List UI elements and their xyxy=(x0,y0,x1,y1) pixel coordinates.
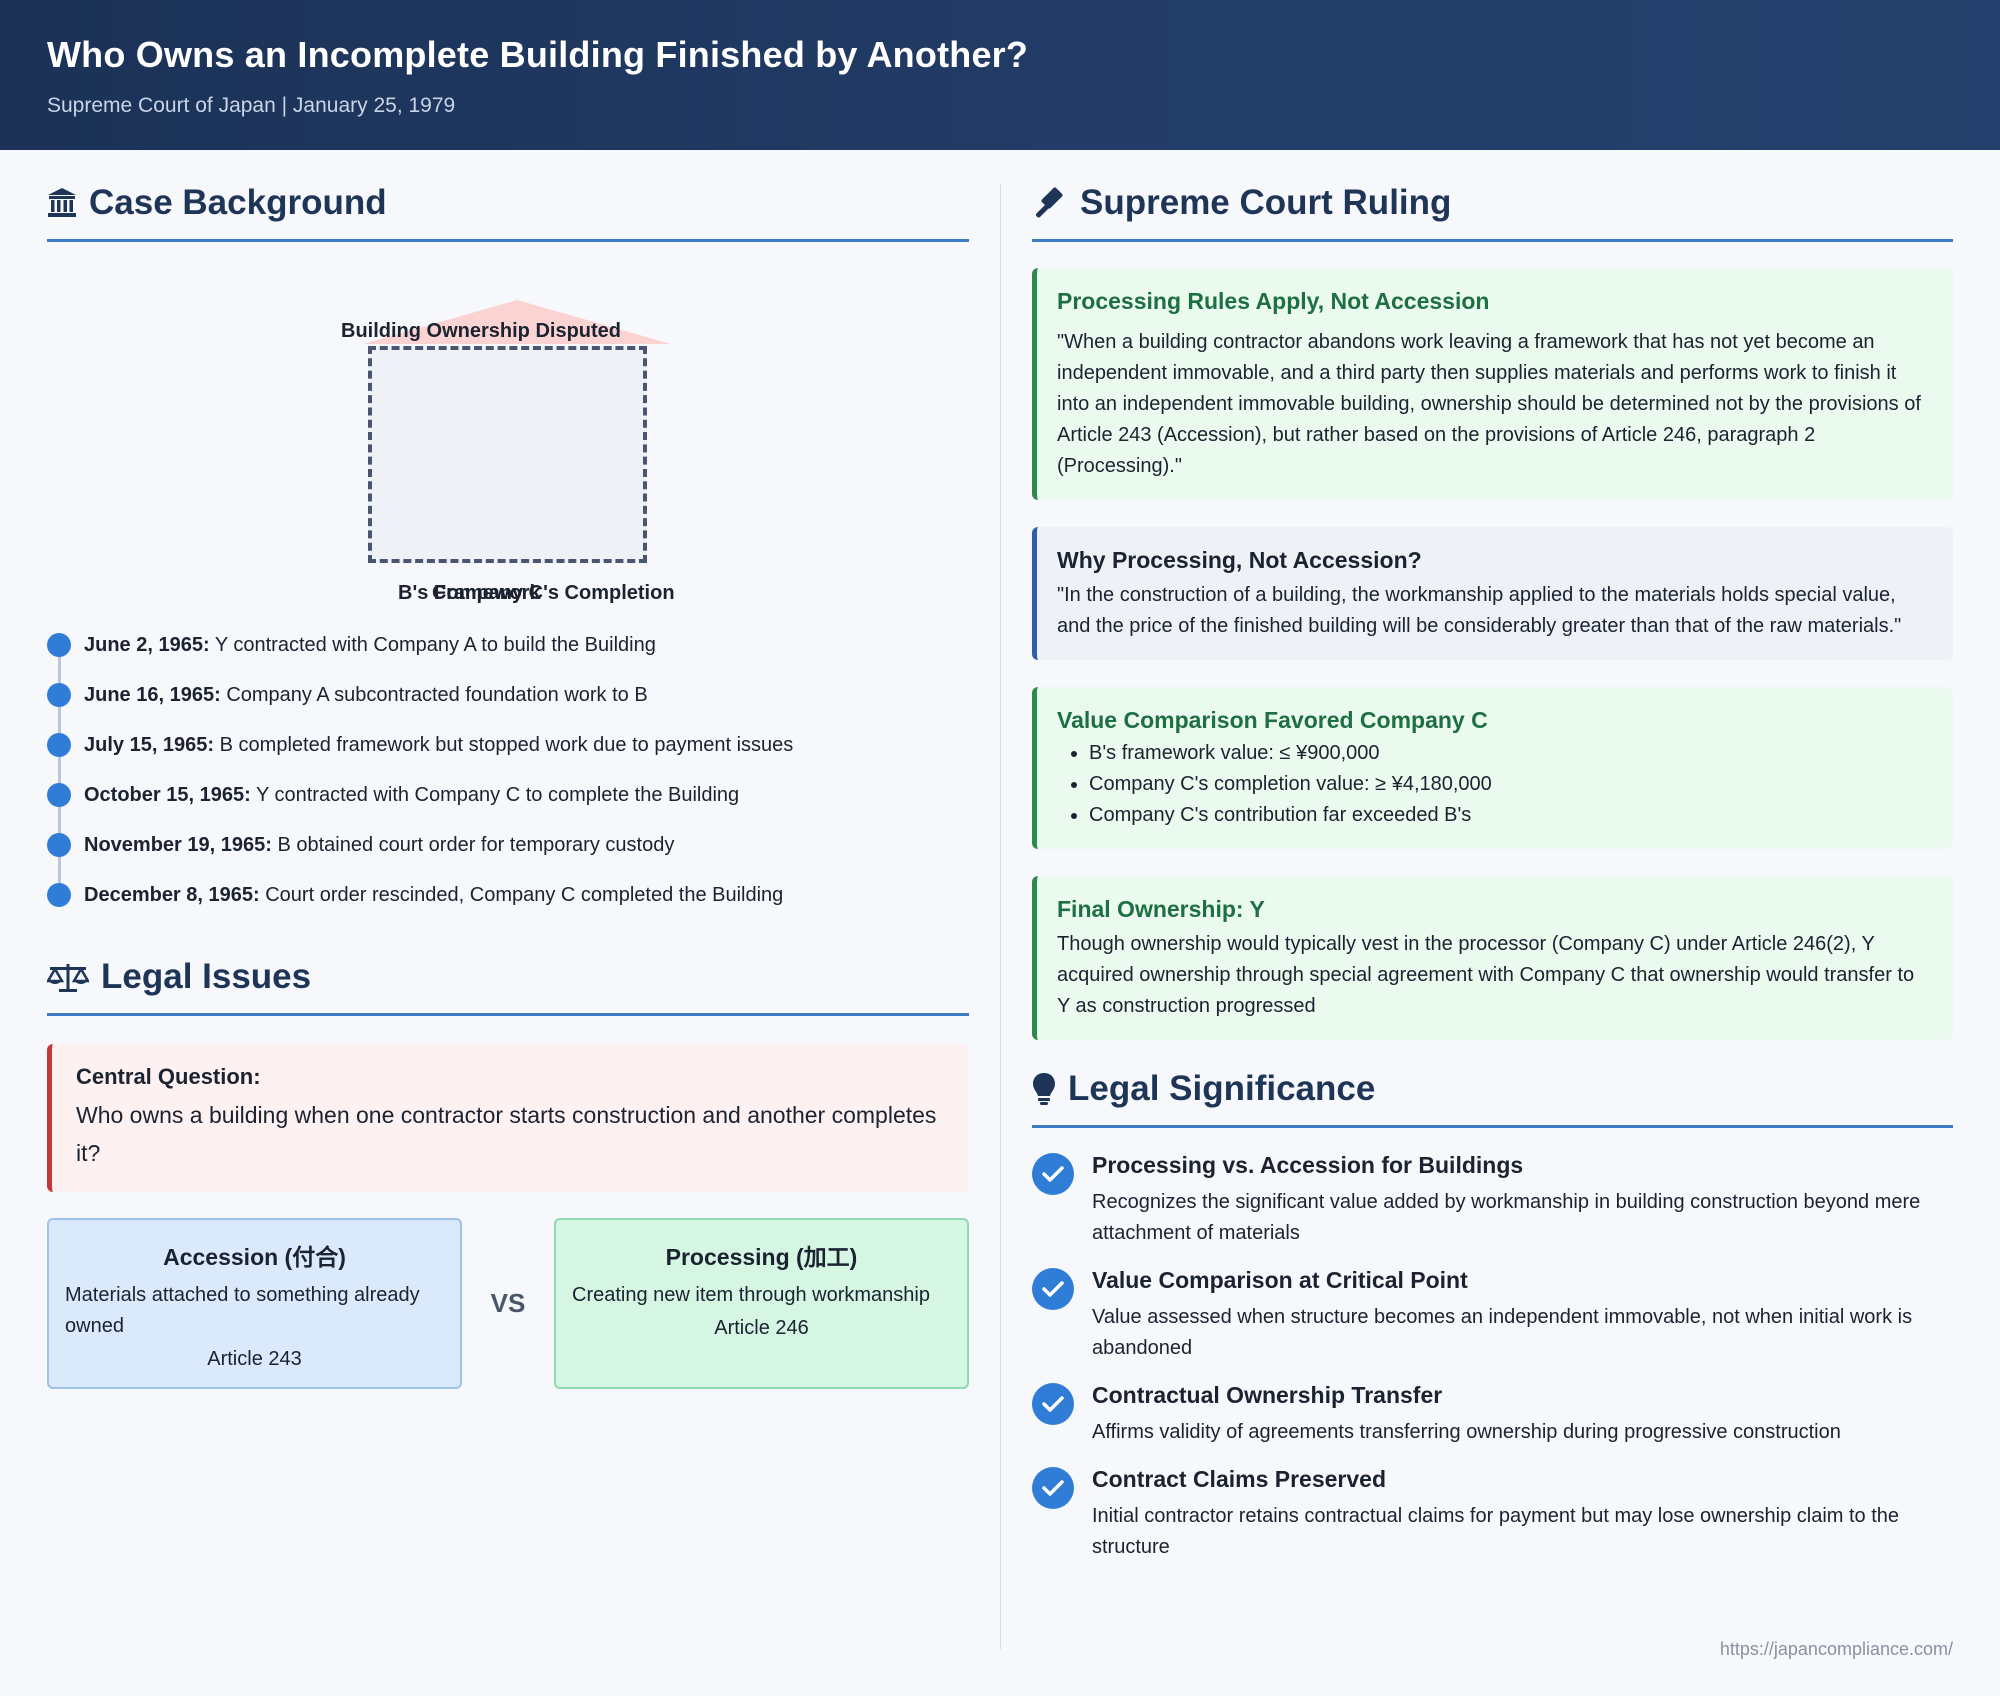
check-icon xyxy=(1032,1268,1074,1310)
timeline-text: Court order rescinded, Company C complet… xyxy=(265,884,784,906)
significance-text: Recognizes the significant value added b… xyxy=(1092,1191,1921,1244)
significance-item: Value Comparison at Critical Point Value… xyxy=(1032,1267,1953,1364)
building-frame xyxy=(368,346,647,563)
section-title: Supreme Court Ruling xyxy=(1080,182,1452,222)
ruling-card-why-processing: Why Processing, Not Accession? "In the c… xyxy=(1032,527,1953,660)
card-text: "When a building contractor abandons wor… xyxy=(1057,331,1921,477)
card-text: Though ownership would typically vest in… xyxy=(1057,933,1915,1017)
timeline-dot xyxy=(47,783,71,807)
timeline-text: Company A subcontracted foundation work … xyxy=(226,684,648,706)
significance-title: Value Comparison at Critical Point xyxy=(1092,1267,1468,1293)
section-legal-issues: Legal Issues xyxy=(47,932,969,1016)
significance-title: Processing vs. Accession for Buildings xyxy=(1092,1152,1524,1178)
timeline-item: December 8, 1965: Court order rescinded,… xyxy=(47,882,969,932)
section-title: Legal Significance xyxy=(1068,1068,1376,1108)
courthouse-icon xyxy=(48,187,76,217)
gavel-icon xyxy=(1035,187,1063,218)
central-question-box: Central Question: Who owns a building wh… xyxy=(47,1044,969,1192)
accession-title: Accession (付合) xyxy=(163,1244,346,1270)
significance-text: Affirms validity of agreements transferr… xyxy=(1092,1421,1841,1443)
section-supreme-court-ruling: Supreme Court Ruling xyxy=(1032,150,1953,242)
diagram-label-completion: Company C's Completion xyxy=(432,582,675,604)
question-text: Who owns a building when one contractor … xyxy=(76,1102,937,1166)
timeline-dot xyxy=(47,883,71,907)
accession-description: Materials attached to something already … xyxy=(65,1284,420,1337)
list-item: Company C's contribution far exceeded B'… xyxy=(1089,800,1931,831)
significance-text: Value assessed when structure becomes an… xyxy=(1092,1306,1913,1359)
card-title: Processing Rules Apply, Not Accession xyxy=(1057,288,1490,314)
processing-title: Processing (加工) xyxy=(665,1244,858,1270)
building-diagram: Building Ownership Disputed B's Framewor… xyxy=(47,242,969,632)
case-timeline: June 2, 1965: Y contracted with Company … xyxy=(47,632,969,932)
page-subtitle: Supreme Court of Japan | January 25, 197… xyxy=(47,94,456,117)
page-title: Who Owns an Incomplete Building Finished… xyxy=(47,34,1029,75)
section-title: Legal Issues xyxy=(101,956,312,996)
ruling-card-value-comparison: Value Comparison Favored Company C B's f… xyxy=(1032,687,1953,849)
timeline-line xyxy=(58,644,61,894)
scales-icon xyxy=(47,963,89,992)
vs-label: VS xyxy=(490,1288,526,1318)
processing-description: Creating new item through workmanship xyxy=(572,1284,930,1306)
timeline-text: Y contracted with Company C to complete … xyxy=(255,784,740,806)
ruling-card-processing-rules: Processing Rules Apply, Not Accession "W… xyxy=(1032,268,1953,500)
significance-item: Processing vs. Accession for Buildings R… xyxy=(1032,1152,1953,1249)
doctrine-comparison: Accession (付合) Materials attached to som… xyxy=(47,1218,969,1389)
timeline-date: November 19, 1965: xyxy=(84,834,272,856)
page-header: Who Owns an Incomplete Building Finished… xyxy=(0,0,2000,150)
significance-item: Contractual Ownership Transfer Affirms v… xyxy=(1032,1382,1953,1448)
accession-article: Article 243 xyxy=(207,1348,302,1370)
value-list: B's framework value: ≤ ¥900,000 Company … xyxy=(1057,738,1931,831)
section-title: Case Background xyxy=(89,182,387,222)
check-icon xyxy=(1032,1383,1074,1425)
card-text: "In the construction of a building, the … xyxy=(1057,584,1902,637)
timeline-date: December 8, 1965: xyxy=(84,884,260,906)
timeline-item: October 15, 1965: Y contracted with Comp… xyxy=(47,782,969,832)
significance-text: Initial contractor retains contractual c… xyxy=(1092,1505,1900,1558)
card-title: Value Comparison Favored Company C xyxy=(1057,707,1488,733)
diagram-title: Building Ownership Disputed xyxy=(341,320,621,342)
timeline-item: November 19, 1965: B obtained court orde… xyxy=(47,832,969,882)
timeline-date: June 2, 1965: xyxy=(84,634,210,656)
card-title: Final Ownership: Y xyxy=(1057,896,1265,922)
check-icon xyxy=(1032,1153,1074,1195)
timeline-text: B obtained court order for temporary cus… xyxy=(277,834,675,856)
list-item: B's framework value: ≤ ¥900,000 xyxy=(1089,738,1931,769)
processing-article: Article 246 xyxy=(714,1317,809,1339)
section-case-background: Case Background xyxy=(47,150,969,242)
significance-title: Contractual Ownership Transfer xyxy=(1092,1382,1443,1408)
ruling-card-final-ownership: Final Ownership: Y Though ownership woul… xyxy=(1032,876,1953,1040)
list-item: Company C's completion value: ≥ ¥4,180,0… xyxy=(1089,769,1931,800)
lightbulb-icon xyxy=(1033,1072,1055,1105)
right-column: Supreme Court Ruling Processing Rules Ap… xyxy=(1032,150,1953,1581)
timeline-dot xyxy=(47,633,71,657)
card-title: Why Processing, Not Accession? xyxy=(1057,547,1422,573)
timeline-dot xyxy=(47,683,71,707)
timeline-date: October 15, 1965: xyxy=(84,784,251,806)
timeline-item: June 16, 1965: Company A subcontracted f… xyxy=(47,682,969,732)
significance-title: Contract Claims Preserved xyxy=(1092,1466,1387,1492)
source-url: https://japancompliance.com/ xyxy=(1719,1639,1953,1659)
processing-card: Processing (加工) Creating new item throug… xyxy=(554,1218,969,1389)
timeline-dot xyxy=(47,833,71,857)
section-legal-significance: Legal Significance xyxy=(1032,1040,1953,1128)
significance-list: Processing vs. Accession for Buildings R… xyxy=(1032,1152,1953,1563)
timeline-date: July 15, 1965: xyxy=(84,734,215,756)
timeline-item: June 2, 1965: Y contracted with Company … xyxy=(47,632,969,682)
column-divider xyxy=(1000,184,1001,1649)
significance-item: Contract Claims Preserved Initial contra… xyxy=(1032,1466,1953,1563)
timeline-item: July 15, 1965: B completed framework but… xyxy=(47,732,969,782)
timeline-text: Y contracted with Company A to build the… xyxy=(214,634,656,656)
question-label: Central Question: xyxy=(76,1064,261,1089)
timeline-dot xyxy=(47,733,71,757)
roof-shape xyxy=(363,300,671,344)
accession-card: Accession (付合) Materials attached to som… xyxy=(47,1218,462,1389)
left-column: Case Background Building Ownership Dispu… xyxy=(47,150,969,1389)
timeline-date: June 16, 1965: xyxy=(84,684,221,706)
diagram-label-framework: B's Framework xyxy=(398,582,541,604)
timeline-text: B completed framework but stopped work d… xyxy=(219,734,794,756)
check-icon xyxy=(1032,1467,1074,1509)
